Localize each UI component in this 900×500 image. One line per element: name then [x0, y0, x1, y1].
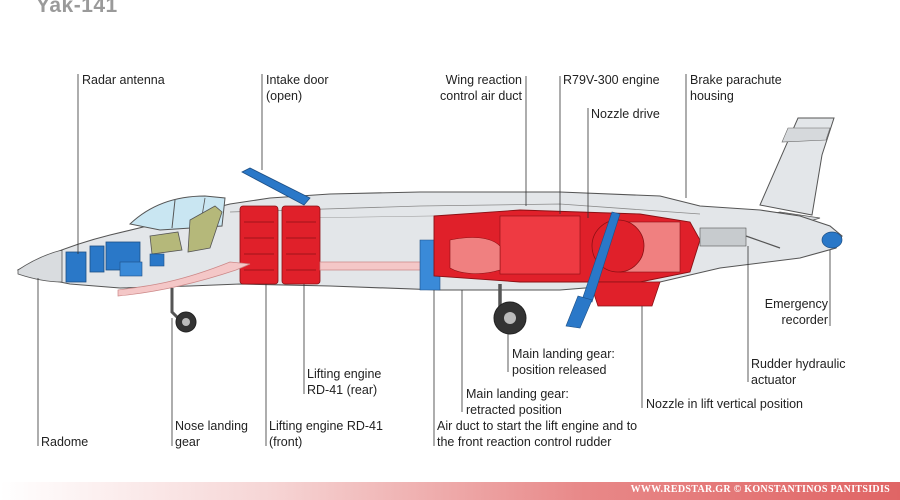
lift-engine-front — [239, 205, 279, 285]
radome — [17, 249, 63, 283]
rudder-actuator-box — [699, 227, 747, 247]
page-title: Yak-141 — [36, 0, 118, 17]
ejection-seat — [187, 205, 223, 253]
label-r79v-engine: R79V-300 engine — [563, 73, 660, 87]
intake-door — [241, 167, 311, 206]
footer-credit: WWW.REDSTAR.GR © KONSTANTINOS PANITSIDIS — [630, 484, 890, 495]
radar-antenna — [65, 251, 87, 283]
label-radar-antenna: Radar antenna — [82, 73, 165, 87]
nozzle-lift-vertical — [589, 281, 661, 307]
label-air-duct: Air duct to start the lift engine and to… — [437, 419, 638, 449]
label-lifting-engine-front: Lifting engine RD-41 (front) — [269, 419, 383, 449]
air-duct — [117, 261, 251, 297]
label-intake-door: Intake door (open) — [266, 73, 329, 103]
cockpit-seat-front — [149, 231, 183, 255]
label-radome: Radome — [41, 435, 89, 449]
emergency-recorder-unit — [821, 231, 843, 249]
tail-fin-front — [781, 127, 831, 143]
label-wing-reaction-duct: Wing reaction control air duct — [440, 73, 522, 103]
label-nozzle-drive: Nozzle drive — [591, 107, 660, 121]
label-main-gear-retracted: Main landing gear: retracted position — [466, 387, 569, 417]
label-rudder-actuator: Rudder hydraulic actuator — [751, 357, 846, 387]
label-nozzle-lift: Nozzle in lift vertical position — [646, 397, 804, 411]
main-engine-core — [499, 215, 581, 275]
label-nose-landing-gear: Nose landing gear — [175, 419, 248, 449]
footer-bar — [0, 482, 900, 500]
nose-gear-strut — [170, 288, 180, 320]
label-emergency-recorder: Emergency recorder — [764, 297, 828, 327]
label-main-gear-released: Main landing gear: position released — [512, 347, 615, 377]
leader-lines — [37, 74, 831, 446]
label-lifting-engine-rear: Lifting engine RD-41 (rear) — [307, 367, 382, 397]
lift-engine-rear — [281, 205, 321, 285]
label-brake-parachute: Brake parachute housing — [690, 73, 782, 103]
